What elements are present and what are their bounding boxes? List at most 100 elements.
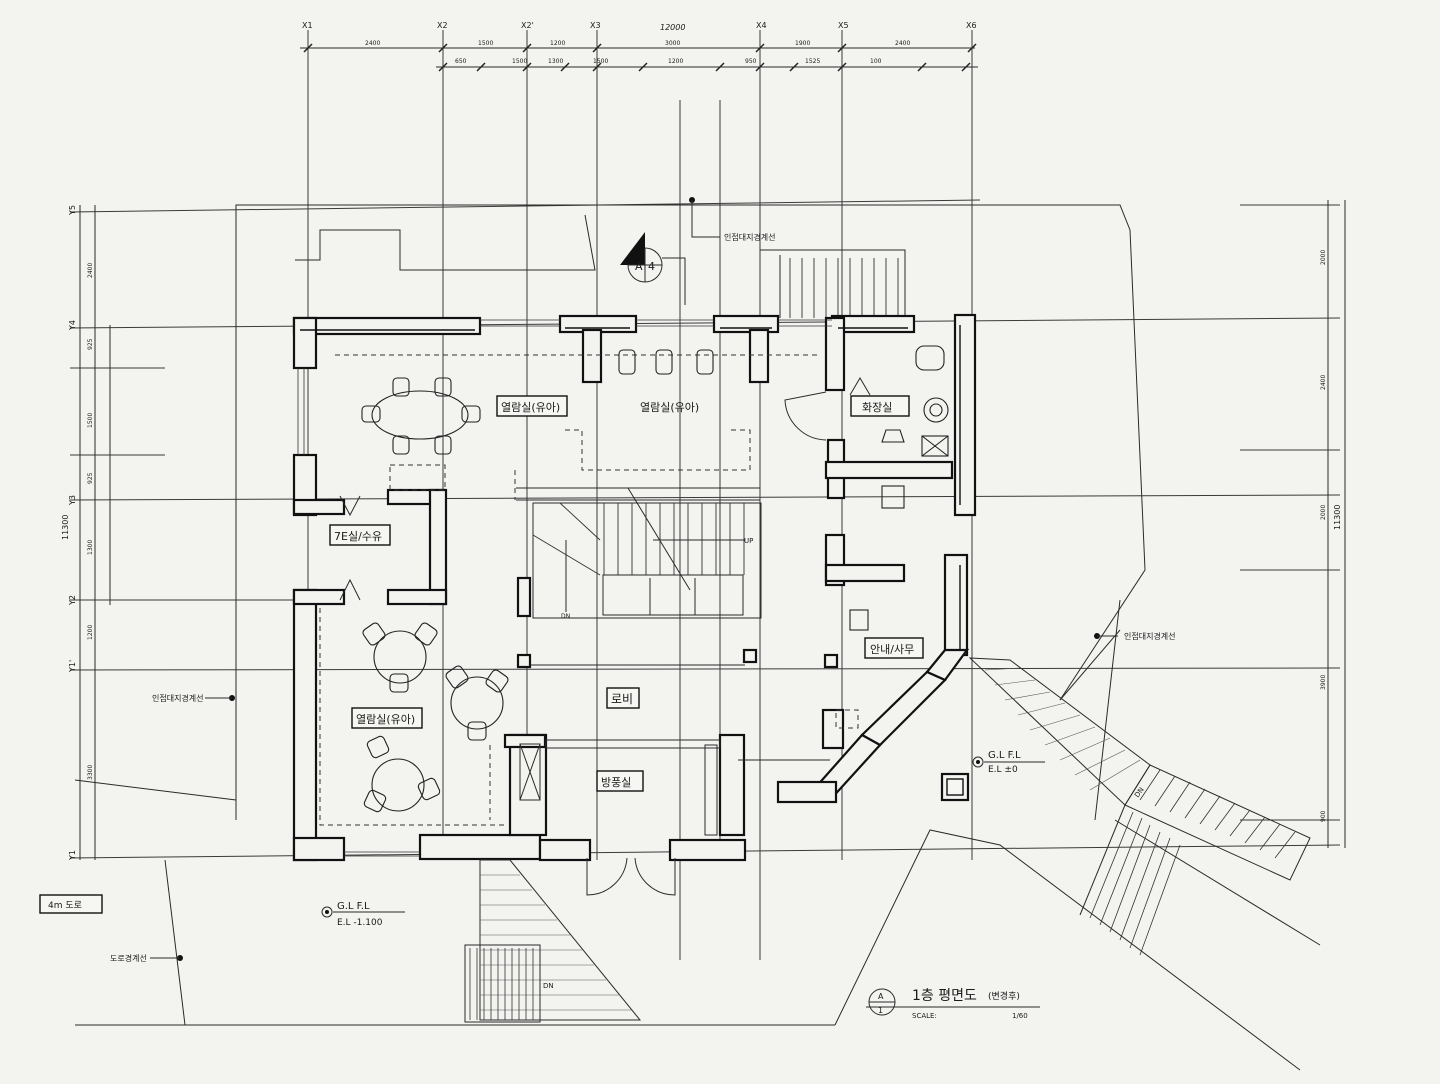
annotation-boundary-top: 인접대지경계선 bbox=[724, 232, 776, 242]
ext-stair-dn-label: DN bbox=[1133, 786, 1146, 799]
stair-dn-label: DN bbox=[561, 613, 570, 620]
level-left-gl: G.L F.L bbox=[337, 901, 370, 912]
top-dim-row2: 650 bbox=[455, 58, 467, 65]
top-dim-row1: 1900 bbox=[795, 40, 810, 47]
level-right-gl: G.L F.L bbox=[988, 750, 1021, 761]
top-dim-row2: 1200 bbox=[668, 58, 683, 65]
right-total-dim: 11300 bbox=[1333, 505, 1342, 530]
grid-y-label: Y5 bbox=[68, 205, 77, 216]
scale-label: SCALE: bbox=[912, 1012, 937, 1020]
title-block: A 1 bbox=[866, 988, 1040, 1016]
room-label-info: 안내/사무 bbox=[870, 643, 914, 656]
wall-inner-lines bbox=[300, 325, 961, 650]
right-dimension-chain bbox=[1327, 200, 1346, 848]
annotation-boundary-right: 인접대지경계선 bbox=[1124, 631, 1176, 641]
stair-up-label: UP bbox=[744, 537, 753, 545]
exterior-stair-north bbox=[789, 258, 899, 318]
right-dim: 2000 bbox=[1320, 250, 1327, 265]
top-dims-center: 12000 bbox=[660, 23, 685, 32]
room-label-reading-top-left: 열람실(유아) bbox=[501, 401, 560, 414]
grid-x-label: X6 bbox=[966, 21, 977, 30]
annotation-leaders bbox=[150, 197, 1118, 961]
road-width-label: 4m 도로 bbox=[48, 901, 82, 911]
grid-x-label: X2' bbox=[521, 21, 534, 30]
left-dimension-chain bbox=[79, 205, 111, 860]
grid-y-label: Y1 bbox=[68, 850, 77, 861]
top-dim-row1: 3000 bbox=[665, 40, 680, 47]
central-stair bbox=[516, 487, 839, 669]
right-dim: 900 bbox=[1320, 810, 1327, 822]
right-dim: 3900 bbox=[1320, 675, 1327, 690]
top-dim-row2: 1500 bbox=[512, 58, 527, 65]
grid-y-label: Y4 bbox=[68, 320, 77, 331]
left-dim: 3300 bbox=[87, 765, 94, 780]
windows bbox=[297, 319, 832, 857]
exterior-ramp-right bbox=[968, 657, 1321, 956]
left-dim: 2400 bbox=[87, 263, 94, 278]
reading-table-top-left bbox=[361, 377, 481, 455]
grid-x-label: X1 bbox=[302, 21, 313, 30]
grid-y-label: Y1' bbox=[68, 660, 77, 673]
section-mark-letter: A bbox=[635, 260, 643, 273]
left-dim: 1200 bbox=[87, 625, 94, 640]
ceiling-dashed-lines bbox=[319, 354, 859, 826]
level-left-el: E.L -1.100 bbox=[337, 918, 383, 928]
top-dim-row2: 100 bbox=[870, 58, 882, 65]
room-label-broadcast: 방풍실 bbox=[601, 776, 631, 789]
top-dim-row1: 1200 bbox=[550, 40, 565, 47]
top-dim-row1: 1500 bbox=[478, 40, 493, 47]
left-dim: 925 bbox=[87, 472, 94, 484]
level-mark-left bbox=[321, 906, 405, 918]
top-dimension-chain bbox=[300, 43, 978, 72]
left-dims: 2400 925 1500 925 1300 1200 3300 bbox=[87, 263, 94, 780]
reading-chairs-top bbox=[618, 349, 714, 375]
drawing-title-suffix: (변경후) bbox=[988, 990, 1020, 1002]
title-ref-top: A bbox=[878, 992, 884, 1001]
scale-value: 1/60 bbox=[1012, 1012, 1028, 1020]
top-dims-row2: 650 1500 1300 1500 1200 950 1525 100 bbox=[455, 58, 882, 65]
right-dim: 2000 bbox=[1320, 505, 1327, 520]
broadcast-room-glazing bbox=[519, 739, 830, 836]
grid-x-label: X3 bbox=[590, 21, 601, 30]
left-dim: 1500 bbox=[87, 413, 94, 428]
grid-y-label: Y3 bbox=[68, 495, 77, 506]
section-mark: A 4 bbox=[620, 232, 686, 305]
grid-y-label: Y2 bbox=[68, 595, 77, 606]
top-dim-row2: 950 bbox=[745, 58, 757, 65]
left-dim: 1300 bbox=[87, 540, 94, 555]
room-label-reading-top-right: 열람실(유아) bbox=[640, 401, 699, 414]
restroom-fixtures bbox=[849, 345, 949, 631]
annotation-boundary-left: 인접대지경계선 bbox=[152, 693, 204, 703]
room-label-storage: 7E실/수유 bbox=[334, 530, 382, 543]
section-mark-number: 4 bbox=[648, 260, 655, 273]
front-paving bbox=[464, 859, 642, 1023]
room-label-restroom: 화장실 bbox=[862, 401, 892, 414]
annotation-road-boundary: 도로경계선 bbox=[110, 953, 147, 963]
doors bbox=[339, 377, 871, 896]
top-dims-row1: 2400 1500 1200 3000 1900 2400 bbox=[365, 40, 910, 47]
top-dim-row2: 1500 bbox=[593, 58, 608, 65]
grid-x-label: X2 bbox=[437, 21, 448, 30]
room-labels: 열람실(유아) 열람실(유아) 7E실/수유 화장실 안내/사무 로비 열람실(… bbox=[329, 395, 924, 792]
grid-x-labels: X1 X2 X2' X3 X4 X5 X6 bbox=[302, 21, 977, 30]
level-right-el: E.L ±0 bbox=[988, 765, 1018, 775]
front-stair-dn-label: DN bbox=[543, 982, 554, 990]
left-total-dim: 11300 bbox=[61, 515, 70, 540]
level-mark-right bbox=[972, 756, 1045, 768]
top-dim-row2: 1525 bbox=[805, 58, 820, 65]
top-dim-row2: 1300 bbox=[548, 58, 563, 65]
exterior-walls bbox=[292, 313, 977, 862]
room-label-reading-bottom: 열람실(유아) bbox=[356, 713, 415, 726]
top-dim-row1: 2400 bbox=[895, 40, 910, 47]
drawing-title: 1층 평면도 bbox=[912, 988, 977, 1004]
grid-x-label: X5 bbox=[838, 21, 849, 30]
grid-x-label: X4 bbox=[756, 21, 767, 30]
round-tables-lower-left bbox=[362, 622, 509, 813]
top-dim-row1: 2400 bbox=[365, 40, 380, 47]
road-width-box bbox=[39, 894, 103, 914]
left-dim: 925 bbox=[87, 338, 94, 350]
